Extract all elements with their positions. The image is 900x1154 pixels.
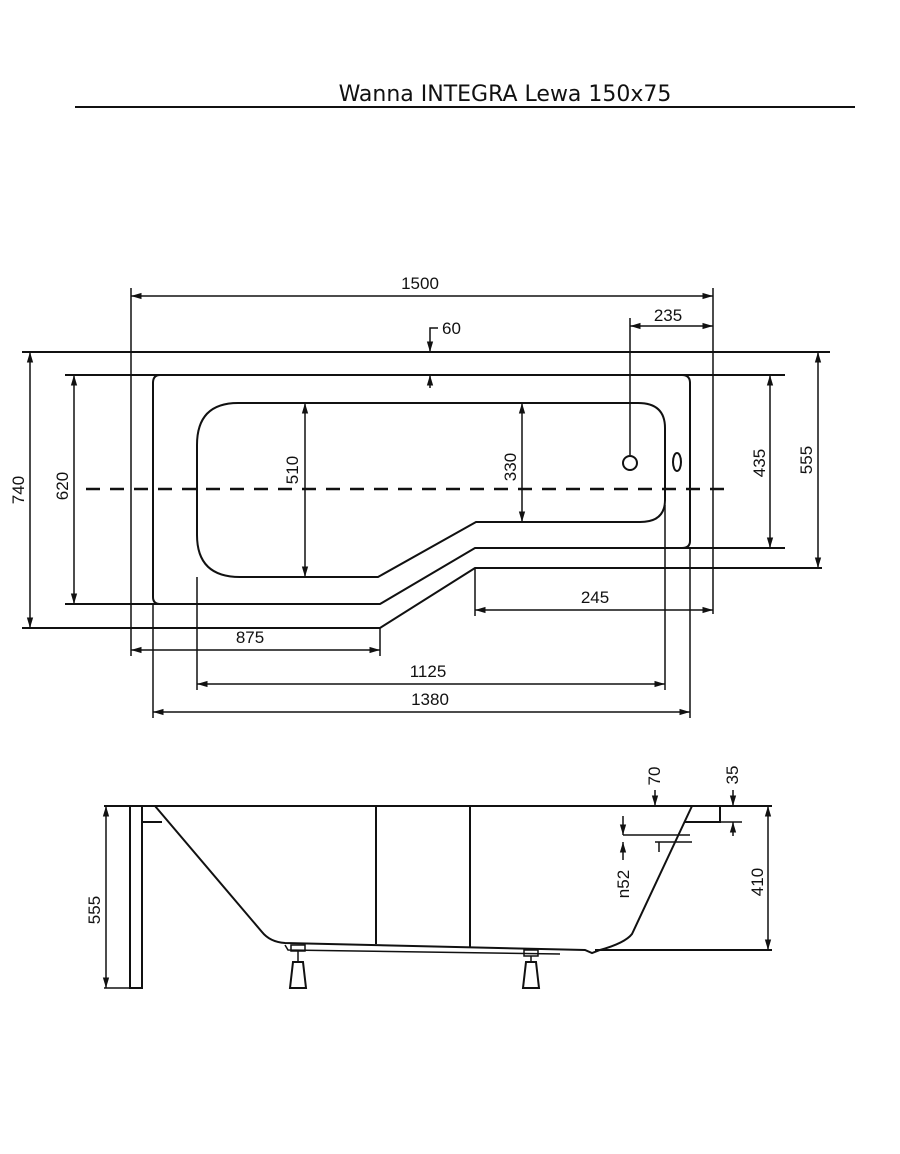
basin-outline bbox=[196, 402, 666, 578]
drawing-title: Wanna INTEGRA Lewa 150x75 bbox=[339, 82, 672, 107]
drain-icon bbox=[622, 455, 638, 471]
dim-label-1380: 1380 bbox=[411, 690, 449, 709]
dim-label-410: 410 bbox=[748, 868, 767, 896]
foot-left bbox=[288, 944, 308, 989]
dim-label-875: 875 bbox=[236, 628, 264, 647]
dim-label-510: 510 bbox=[283, 456, 302, 484]
dim-label-70: 70 bbox=[645, 767, 664, 786]
dim-label-60: 60 bbox=[442, 319, 461, 338]
dim-label-35: 35 bbox=[723, 766, 742, 785]
overflow-icon bbox=[672, 452, 682, 472]
dim-label-245: 245 bbox=[581, 588, 609, 607]
dim-label-620: 620 bbox=[53, 472, 72, 500]
dim-label-1500: 1500 bbox=[401, 274, 439, 293]
dim-label-235: 235 bbox=[654, 306, 682, 325]
foot-right bbox=[521, 949, 541, 989]
tub-profile bbox=[154, 805, 693, 955]
dim-label-740: 740 bbox=[9, 476, 28, 504]
dim-label-435: 435 bbox=[750, 449, 769, 477]
dim-label-330: 330 bbox=[501, 453, 520, 481]
side-view: 555 410 70 35 n52 bbox=[85, 766, 772, 989]
top-view: 1500 235 60 740 620 510 3 bbox=[9, 274, 830, 718]
dim-label-555-top: 555 bbox=[797, 446, 816, 474]
dim-label-1125: 1125 bbox=[410, 662, 447, 681]
dim-label-n52: n52 bbox=[614, 870, 633, 898]
dim-label-555-side: 555 bbox=[85, 896, 104, 924]
